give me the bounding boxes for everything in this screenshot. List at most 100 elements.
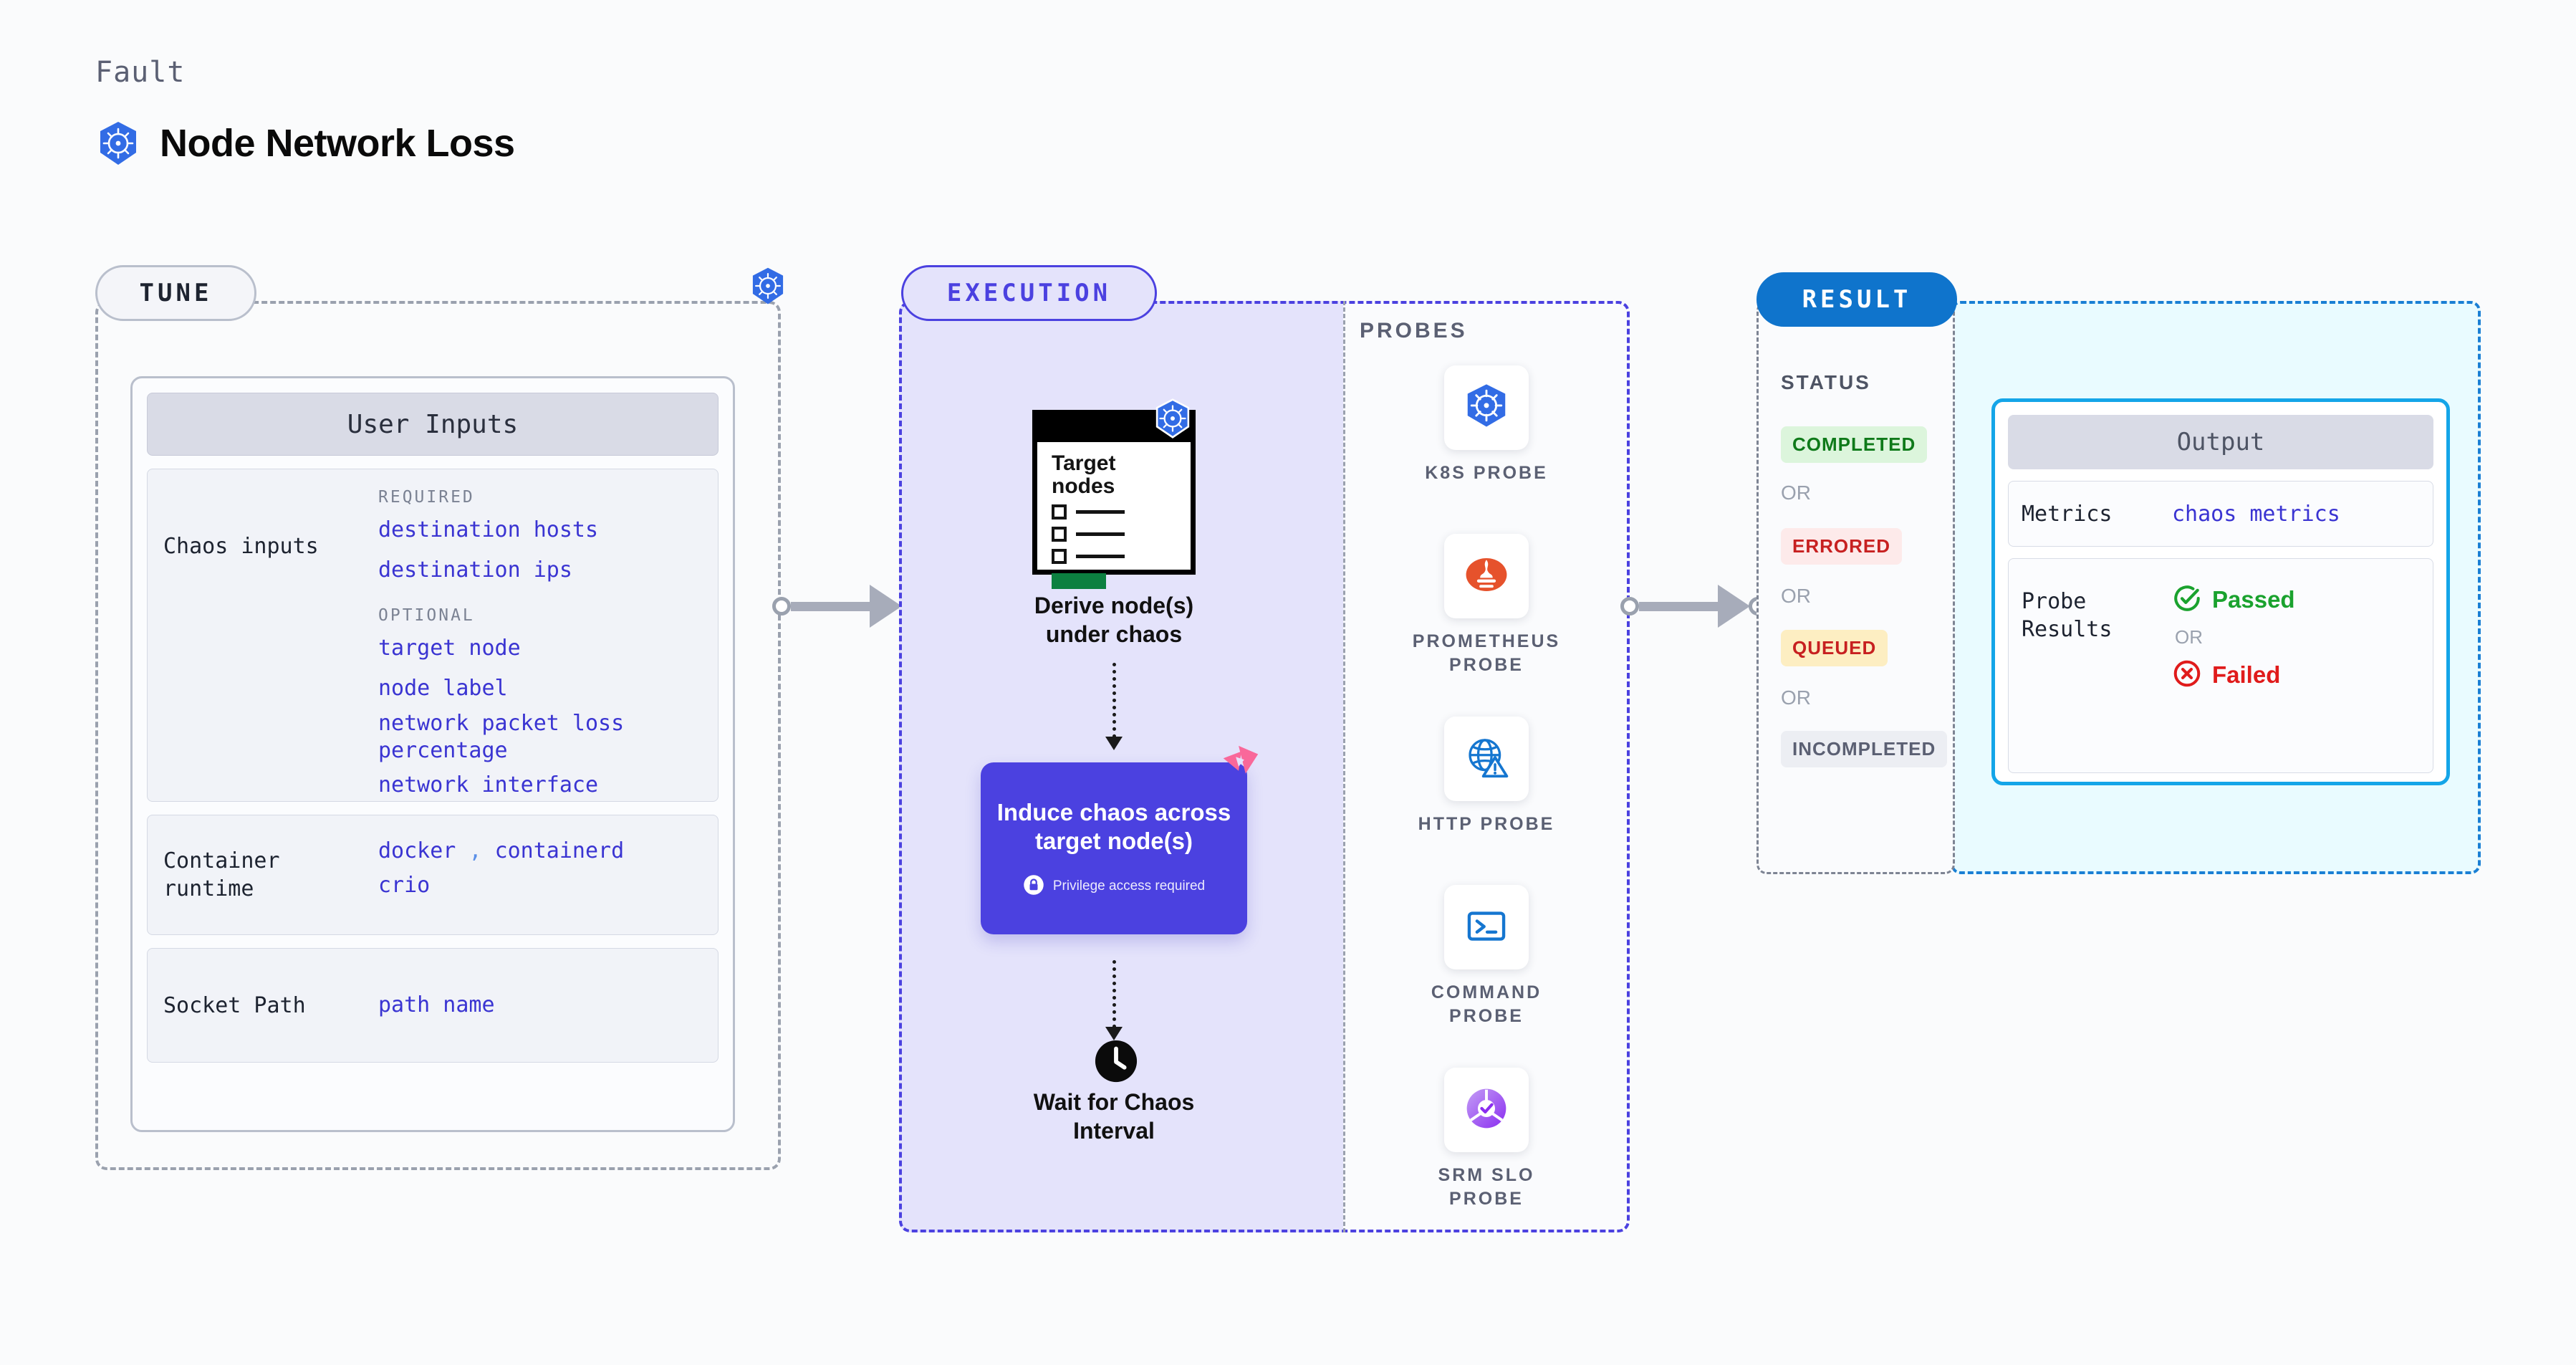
probe-item-prometheus[interactable]: PROMETHEUS PROBE <box>1393 534 1580 676</box>
probe-result-failed-label: Failed <box>2212 661 2281 688</box>
probe-label-line2: PROBE <box>1449 1188 1524 1209</box>
probe-item-command[interactable]: COMMAND PROBE <box>1393 885 1580 1028</box>
induce-chaos-line1: Induce chaos across <box>996 798 1231 825</box>
lock-icon <box>1023 874 1044 899</box>
target-nodes-title-line2: nodes <box>1052 474 1115 498</box>
target-nodes-list-item <box>1052 549 1181 564</box>
prometheus-icon <box>1461 550 1512 603</box>
runtime-separator: , <box>468 838 482 863</box>
placeholder-line <box>1076 510 1125 514</box>
probe-label: K8S PROBE <box>1425 461 1548 485</box>
connector-line <box>1639 601 1719 611</box>
connector-line <box>791 601 871 611</box>
probe-tile[interactable] <box>1444 717 1529 801</box>
probe-results-values: Passed OR Failed <box>2172 575 2295 691</box>
metrics-row: Metrics chaos metrics <box>2008 481 2433 547</box>
input-destination-ips[interactable]: destination ips <box>378 557 572 583</box>
flow-arrow-line <box>1112 663 1116 738</box>
probe-label: COMMAND PROBE <box>1431 981 1542 1028</box>
chaos-inputs-label: Chaos inputs <box>163 534 319 559</box>
kubernetes-icon <box>95 120 141 166</box>
runtime-crio[interactable]: crio <box>378 873 431 898</box>
privilege-text: Privilege access required <box>1052 878 1206 894</box>
target-nodes-body: Target nodes <box>1052 451 1181 589</box>
input-target-node[interactable]: target node <box>378 635 521 661</box>
probe-label-line1: K8S <box>1425 463 1466 483</box>
derive-nodes-line2: under chaos <box>1045 621 1183 647</box>
socket-path-label: Socket Path <box>163 992 306 1018</box>
user-inputs-card: User Inputs Chaos inputs REQUIRED destin… <box>130 376 735 1132</box>
target-nodes-list-item <box>1052 504 1181 519</box>
result-pill-label[interactable]: RESULT <box>1756 272 1957 327</box>
checkbox-icon <box>1052 549 1067 564</box>
runtime-containerd[interactable]: containerd <box>494 838 625 863</box>
probe-tile[interactable] <box>1444 365 1529 450</box>
probe-result-passed: Passed <box>2172 583 2295 616</box>
execution-panel <box>899 301 1630 1232</box>
checkbox-icon <box>1052 504 1067 519</box>
litmus-logo-icon <box>1218 742 1262 789</box>
status-badge-incompleted: INCOMPLETED <box>1781 731 1948 767</box>
probe-label-line2: PROBE <box>1449 1005 1524 1026</box>
probe-results-label-line2: Results <box>2022 617 2113 642</box>
probe-result-passed-label: Passed <box>2212 586 2295 613</box>
probe-tile[interactable] <box>1444 534 1529 618</box>
probes-title: PROBES <box>1360 319 1468 343</box>
metrics-value[interactable]: chaos metrics <box>2172 501 2340 527</box>
chaos-inputs-row: Chaos inputs REQUIRED destination hosts … <box>147 469 719 802</box>
output-header: Output <box>2008 415 2433 469</box>
clock-icon <box>1094 1039 1138 1086</box>
probe-result-or: OR <box>2175 626 2203 648</box>
socket-path-value[interactable]: path name <box>378 992 495 1017</box>
input-network-interface[interactable]: network interface <box>378 772 599 798</box>
container-runtime-values-line1[interactable]: docker , containerd <box>378 838 703 865</box>
fault-kicker: Fault <box>95 56 186 89</box>
probe-item-http[interactable]: HTTP PROBE <box>1393 717 1580 836</box>
derive-nodes-line1: Derive node(s) <box>1034 593 1194 618</box>
status-badge-completed: COMPLETED <box>1781 426 1928 463</box>
wait-interval-line2: Interval <box>1073 1118 1155 1144</box>
execution-probes-divider <box>1343 301 1345 1232</box>
status-or-3: OR <box>1781 686 1811 709</box>
output-card: Output Metrics chaos metrics Probe Resul… <box>1991 398 2450 785</box>
connector-arrowhead <box>1718 585 1750 628</box>
container-runtime-row: Container runtime docker , containerd cr… <box>147 815 719 935</box>
checkbox-icon <box>1052 527 1067 542</box>
probe-label-line2: PROBE <box>1449 654 1524 675</box>
probe-results-label-line1: Probe <box>2022 589 2087 614</box>
probe-item-k8s[interactable]: K8S PROBE <box>1393 365 1580 485</box>
input-network-packet-loss-percentage[interactable]: network packet loss percentage <box>378 710 625 763</box>
probe-label-line1: HTTP <box>1418 814 1474 834</box>
connector-source-dot <box>772 597 791 616</box>
x-circle-icon <box>2172 658 2202 691</box>
runtime-docker[interactable]: docker <box>378 838 456 863</box>
probe-label-line1: PROMETHEUS <box>1412 631 1561 651</box>
check-circle-icon <box>2172 583 2202 616</box>
status-or-2: OR <box>1781 585 1811 607</box>
induce-chaos-line2: target node(s) <box>1034 828 1193 854</box>
green-bar-indicator <box>1052 573 1106 589</box>
probe-tile[interactable] <box>1444 1068 1529 1152</box>
flow-arrow-head <box>1105 1027 1123 1040</box>
probe-item-srm-slo[interactable]: SRM SLO PROBE <box>1393 1068 1580 1210</box>
execution-pill-label[interactable]: EXECUTION <box>901 265 1157 321</box>
container-runtime-label: Container runtime <box>163 848 280 901</box>
wait-interval-line1: Wait for Chaos <box>1033 1089 1195 1115</box>
flow-arrow-line <box>1112 960 1116 1028</box>
probe-tile[interactable] <box>1444 885 1529 969</box>
target-nodes-frame: Target nodes <box>1032 410 1196 589</box>
connector-tune-to-execution <box>772 585 919 628</box>
target-nodes-list-item <box>1052 527 1181 542</box>
globe-warning-icon <box>1461 732 1512 785</box>
induce-chaos-card[interactable]: Induce chaos across target node(s) Privi… <box>981 762 1247 934</box>
user-inputs-header: User Inputs <box>147 393 719 456</box>
target-nodes-title-line1: Target <box>1052 451 1116 475</box>
input-node-label[interactable]: node label <box>378 676 508 701</box>
probe-label-line1: SRM SLO <box>1438 1165 1535 1185</box>
connector-execution-to-result <box>1620 585 1767 628</box>
tune-pill-label[interactable]: TUNE <box>95 265 256 321</box>
input-destination-hosts[interactable]: destination hosts <box>378 517 599 542</box>
page-title: Node Network Loss <box>160 122 515 165</box>
metrics-label: Metrics <box>2022 501 2113 527</box>
placeholder-line <box>1076 532 1125 536</box>
